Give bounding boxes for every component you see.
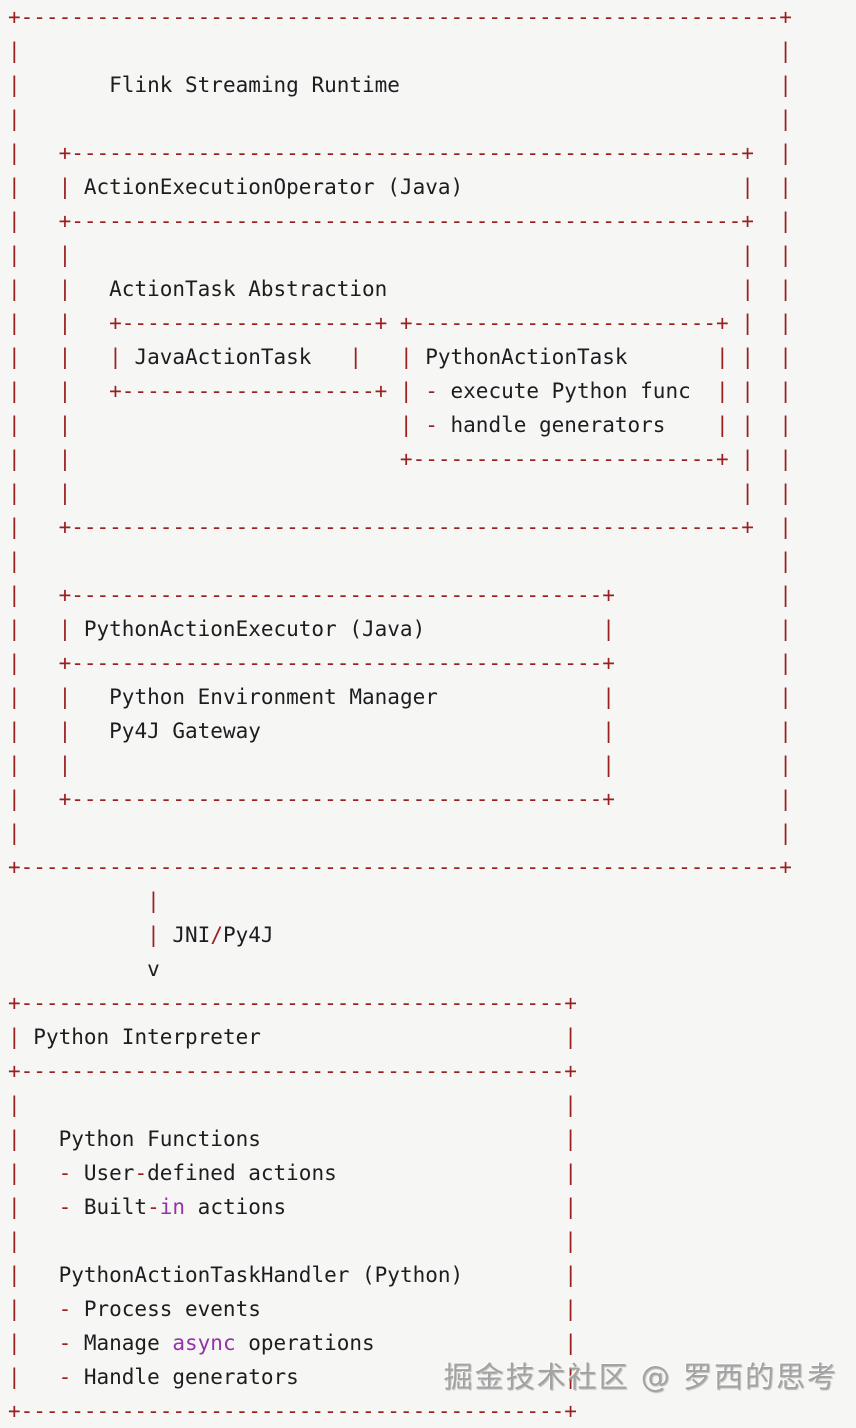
diagram-line: | Flink Streaming Runtime | <box>8 73 792 97</box>
diagram-line: | +-------------------------------------… <box>8 651 792 675</box>
diagram-line: | - Handle generators | <box>8 1365 577 1389</box>
diagram-line: | | | - handle generators | | | <box>8 413 792 437</box>
diagram-line: | - Process events | <box>8 1297 577 1321</box>
diagram-line: | +-------------------------------------… <box>8 787 792 811</box>
diagram-line: | +-------------------------------------… <box>8 141 792 165</box>
diagram-line: | - Manage async operations | <box>8 1331 577 1355</box>
diagram-line: | | Py4J Gateway | | <box>8 719 792 743</box>
diagram-line: +---------------------------------------… <box>8 1059 577 1083</box>
diagram-line: | | +--------------------+ | - execute P… <box>8 379 792 403</box>
diagram-line: | | <box>8 821 792 845</box>
diagram-line: | | | JavaActionTask | | PythonActionTas… <box>8 345 792 369</box>
diagram-line: | +-------------------------------------… <box>8 209 792 233</box>
diagram-line: | | ActionExecutionOperator (Java) | | <box>8 175 792 199</box>
diagram-line: | PythonActionTaskHandler (Python) | <box>8 1263 577 1287</box>
diagram-line: | | +------------------------+ | | <box>8 447 792 471</box>
diagram-line: | | Python Environment Manager | | <box>8 685 792 709</box>
diagram-line: | Python Interpreter | <box>8 1025 577 1049</box>
diagram-line: +---------------------------------------… <box>8 5 792 29</box>
diagram-line: | | | | <box>8 481 792 505</box>
diagram-line: | | <box>8 549 792 573</box>
diagram-line: | - User-defined actions | <box>8 1161 577 1185</box>
diagram-line: | Python Functions | <box>8 1127 577 1151</box>
ascii-diagram: +---------------------------------------… <box>8 5 792 1423</box>
diagram-line: | | <box>8 1229 577 1253</box>
diagram-line: | | | | <box>8 753 792 777</box>
diagram-line: | | +--------------------+ +------------… <box>8 311 792 335</box>
diagram-line: | | <box>8 1093 577 1117</box>
diagram-line: | | <box>8 39 792 63</box>
watermark: 掘金技术社区 @ 罗西的思考 <box>443 1360 838 1394</box>
diagram-line: | | ActionTask Abstraction | | <box>8 277 792 301</box>
diagram-line: | | <box>8 107 792 131</box>
diagram-line: | - Built-in actions | <box>8 1195 577 1219</box>
diagram-line: | | | | <box>8 243 792 267</box>
diagram-line: +---------------------------------------… <box>8 855 792 879</box>
diagram-line: v <box>8 957 160 981</box>
diagram-line: | <box>8 889 160 913</box>
diagram-line: | | PythonActionExecutor (Java) | | <box>8 617 792 641</box>
diagram-line: | +-------------------------------------… <box>8 583 792 607</box>
diagram-line: | JNI/Py4J <box>8 923 274 947</box>
diagram-line: | +-------------------------------------… <box>8 515 792 539</box>
diagram-line: +---------------------------------------… <box>8 1399 577 1423</box>
diagram-line: +---------------------------------------… <box>8 991 577 1015</box>
